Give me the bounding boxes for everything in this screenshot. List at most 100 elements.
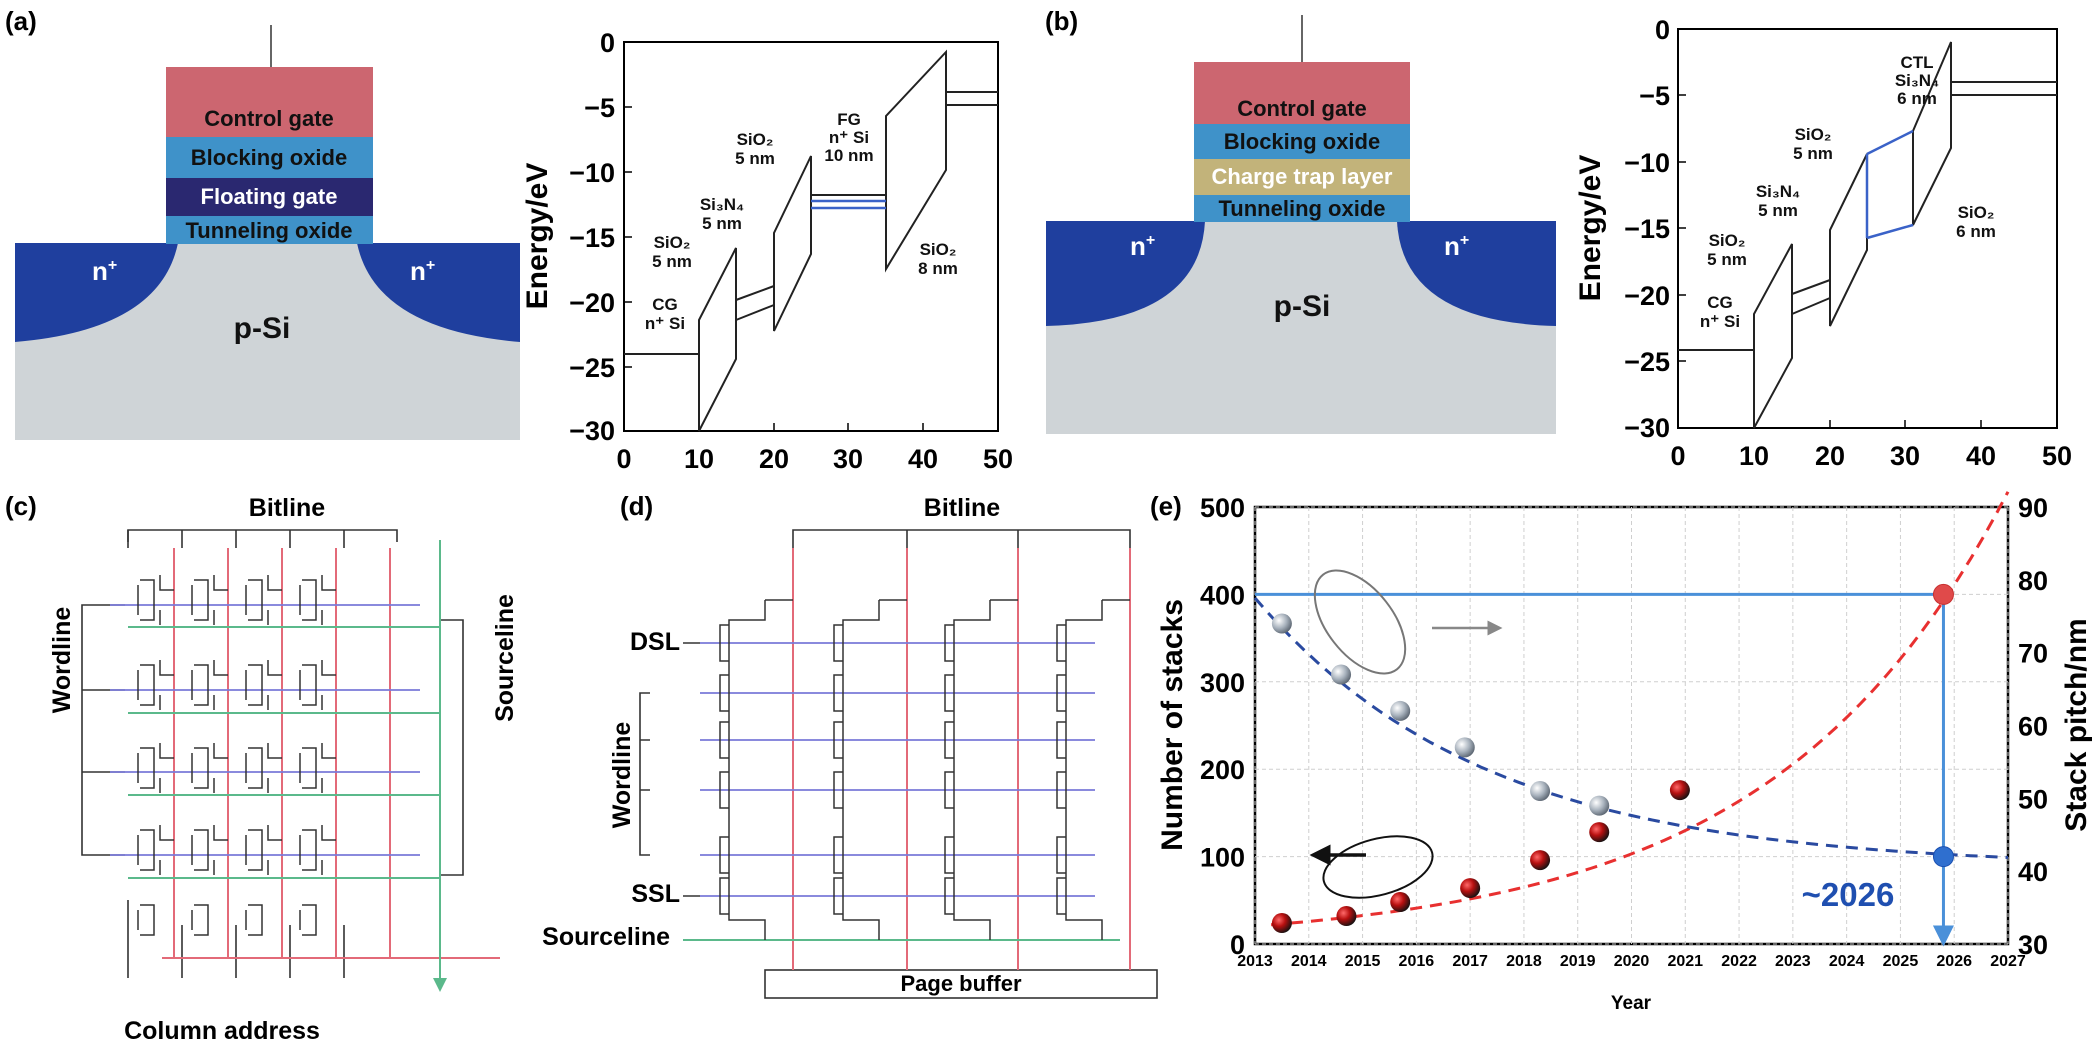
data-point-stacks <box>1336 906 1357 927</box>
xtick-label: 30 <box>1890 441 1920 471</box>
left-tick-label: 400 <box>1200 580 1245 610</box>
page-buffer-box <box>764 969 1158 999</box>
data-point-stacks <box>1589 822 1610 843</box>
nand-array: Bitline DSL Wordline SSL Sourceline Page… <box>542 494 1158 999</box>
nor-wordline-label: Wordline <box>48 607 76 714</box>
x-tick-label: 2014 <box>1291 953 1327 970</box>
nor-sourceline-label: Sourceline <box>491 594 519 722</box>
ctl-lower-edge-b <box>1866 223 1914 240</box>
nor-cells <box>137 575 336 936</box>
nor-wiring <box>81 529 464 978</box>
band-xticks-a: 0 10 20 30 40 50 <box>616 444 1013 474</box>
chart-ylabel-right: Stack pitch/nm <box>2060 618 2093 831</box>
n-plus-left-a <box>15 243 178 342</box>
left-tick-label: 200 <box>1200 755 1245 785</box>
xtick-label: 20 <box>759 444 789 474</box>
data-point-pitch <box>1530 781 1551 802</box>
x-tick-label: 2017 <box>1452 953 1488 970</box>
x-tick-label: 2018 <box>1506 953 1542 970</box>
nand-wordlines-blue <box>700 642 1095 897</box>
ytick-label: −25 <box>1624 347 1670 377</box>
n-plus-label-left-b: n+ <box>1130 231 1155 261</box>
nand-ssl-label: SSL <box>631 880 680 908</box>
data-point-pitch <box>1271 613 1292 634</box>
ytick-label: −30 <box>569 416 615 446</box>
panel-label-a: (a) <box>5 6 37 36</box>
n-plus-label-right-a: n+ <box>410 256 435 286</box>
x-tick-label: 2023 <box>1775 953 1811 970</box>
xtick-label: 10 <box>1739 441 1769 471</box>
x-tick-label: 2024 <box>1829 953 1865 970</box>
nand-bitlines-red <box>792 548 1131 970</box>
x-tick-label: 2022 <box>1721 953 1757 970</box>
band-yticks-b: 0 −5 −10 −15 −20 −25 −30 <box>1624 15 1670 443</box>
tick-marks-b <box>1678 94 1982 428</box>
layer-label-charge-trap-b: Charge trap layer <box>1212 164 1393 189</box>
band-ylabel-a: Energy/eV <box>521 163 554 310</box>
band-diagram-a: Energy/eV 0 −5 −10 −15 −20 −25 −30 0 10 … <box>521 28 1013 474</box>
data-point-stacks <box>1460 878 1481 899</box>
ytick-label: −20 <box>569 288 615 318</box>
right-tick-label: 40 <box>2018 857 2048 887</box>
panel-label-d: (d) <box>620 491 653 521</box>
substrate-label-b: p-Si <box>1274 290 1331 323</box>
x-tick-label: 2019 <box>1560 953 1596 970</box>
projected-point-pitch <box>1932 846 1954 868</box>
data-point-pitch <box>1390 700 1411 721</box>
left-tick-label: 500 <box>1200 493 1245 523</box>
control-gate-layer-b <box>1194 62 1410 124</box>
layer-label-blocking-oxide-b: Blocking oxide <box>1224 129 1380 154</box>
layer-label-blocking-oxide-a: Blocking oxide <box>191 145 347 170</box>
device-a: Control gate Blocking oxide Floating gat… <box>15 25 520 440</box>
right-tick-label: 90 <box>2018 493 2048 523</box>
right-tick-label: 50 <box>2018 784 2048 814</box>
panel-label-e: (e) <box>1150 491 1182 521</box>
nand-sourceline-label: Sourceline <box>542 923 670 951</box>
x-tick-label: 2027 <box>1990 953 2026 970</box>
trend-line-pitch <box>1253 597 2009 859</box>
x-tick-label: 2015 <box>1345 953 1381 970</box>
ytick-label: −5 <box>584 93 615 123</box>
trend-line-stacks <box>1270 491 2010 927</box>
right-tick-label: 70 <box>2018 639 2048 669</box>
layer-label-floating-gate-a: Floating gate <box>201 184 338 209</box>
chart-xlabel: Year <box>1611 993 1652 1014</box>
highlight-ellipse-pitch <box>1313 569 1407 675</box>
ytick-label: −15 <box>1624 214 1670 244</box>
data-point-pitch <box>1454 737 1475 758</box>
device-b: Control gate Blocking oxide Charge trap … <box>1046 15 1556 434</box>
left-tick-label: 0 <box>1230 930 1245 960</box>
nor-bitline-label: Bitline <box>249 494 325 522</box>
ytick-label: 0 <box>1655 15 1670 45</box>
floating-gate-layer-a <box>166 178 373 216</box>
xtick-label: 0 <box>616 444 631 474</box>
ctl-upper-edge-b <box>1866 129 1914 156</box>
x-tick-label: 2025 <box>1883 953 1919 970</box>
xtick-label: 30 <box>833 444 863 474</box>
x-tick-label: 2016 <box>1399 953 1435 970</box>
n-plus-right-a <box>357 243 520 342</box>
xtick-label: 20 <box>1815 441 1845 471</box>
n-plus-left-b <box>1046 221 1205 326</box>
nand-dsl-label: DSL <box>630 628 680 656</box>
xtick-label: 40 <box>908 444 938 474</box>
xtick-label: 50 <box>2042 441 2072 471</box>
left-tick-label: 100 <box>1200 843 1245 873</box>
ytick-label: −25 <box>569 353 615 383</box>
layer-label-control-gate-b: Control gate <box>1237 96 1367 121</box>
layer-label-tunneling-oxide-a: Tunneling oxide <box>185 218 352 243</box>
layer-label-tunneling-oxide-b: Tunneling oxide <box>1218 196 1385 221</box>
data-point-stacks <box>1271 913 1292 934</box>
